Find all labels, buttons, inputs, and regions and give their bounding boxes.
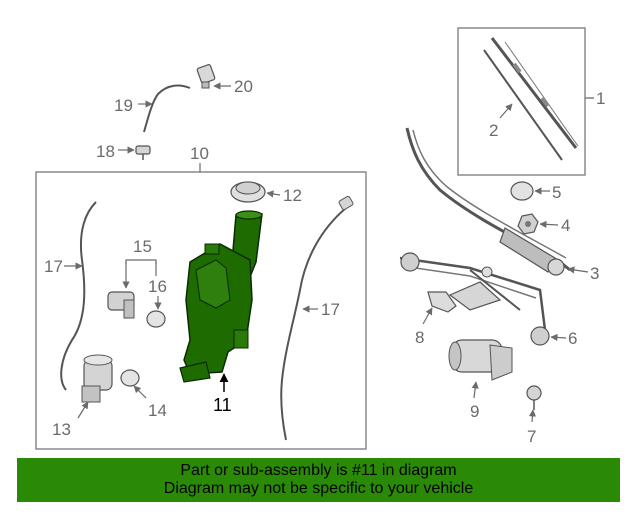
- callout-13: 13: [52, 420, 71, 439]
- filler-cap-part-12: [230, 181, 266, 203]
- callout-2: 2: [489, 121, 498, 140]
- callout-10: 10: [190, 144, 209, 163]
- callout-19: 19: [114, 96, 133, 115]
- callout-16: 16: [148, 277, 167, 296]
- nut-part-4: [517, 213, 539, 235]
- wiper-arm: [405, 127, 571, 276]
- callout-9: 9: [470, 402, 479, 421]
- wiper-linkage: [399, 252, 550, 346]
- hose-part-17-left: [60, 201, 97, 391]
- pump-part-13: [81, 354, 113, 403]
- hose-fitting-17: [338, 195, 354, 211]
- callout-5: 5: [552, 183, 561, 202]
- connector-part-18: [135, 145, 151, 160]
- callout-1: 1: [596, 89, 605, 108]
- callout-14: 14: [148, 401, 167, 420]
- pump-part-15: [107, 291, 135, 319]
- callout-3: 3: [590, 264, 599, 283]
- callout-12: 12: [283, 186, 302, 205]
- callout-17-right: 17: [321, 300, 340, 319]
- banner-line-1: Part or sub-assembly is #11 in diagram: [180, 462, 457, 479]
- bolt-part-7: [526, 385, 542, 410]
- grommet-part-14: [120, 369, 140, 387]
- subassembly-box-10: [35, 171, 367, 450]
- callout-6: 6: [568, 329, 577, 348]
- callout-17-left: 17: [44, 257, 63, 276]
- callout-8: 8: [415, 328, 424, 347]
- hose-part-17-right: [280, 207, 347, 441]
- callout-4: 4: [561, 216, 570, 235]
- callout-15: 15: [133, 237, 152, 256]
- parts-diagram: 1 2 3 4 5 6 7 8 9 10 11 12 13 14 15 16 1…: [35, 27, 605, 450]
- grommet-part-16: [146, 310, 166, 328]
- banner-line-2: Diagram may not be specific to your vehi…: [163, 480, 474, 497]
- info-banner: Part or sub-assembly is #11 in diagram D…: [17, 458, 620, 502]
- wiper-blade: [483, 37, 579, 161]
- wiper-motor: [448, 339, 513, 381]
- washer-reservoir-part-11: [179, 210, 263, 383]
- callout-11: 11: [213, 395, 232, 415]
- bracket-part-8: [427, 291, 457, 313]
- callout-7: 7: [527, 427, 536, 446]
- callout-20: 20: [234, 77, 253, 96]
- nozzle-part-20: [196, 64, 216, 89]
- callout-18: 18: [96, 142, 115, 161]
- hose-part-19: [143, 84, 191, 133]
- cap-part-5: [510, 181, 534, 201]
- subassembly-box-1: [457, 27, 586, 176]
